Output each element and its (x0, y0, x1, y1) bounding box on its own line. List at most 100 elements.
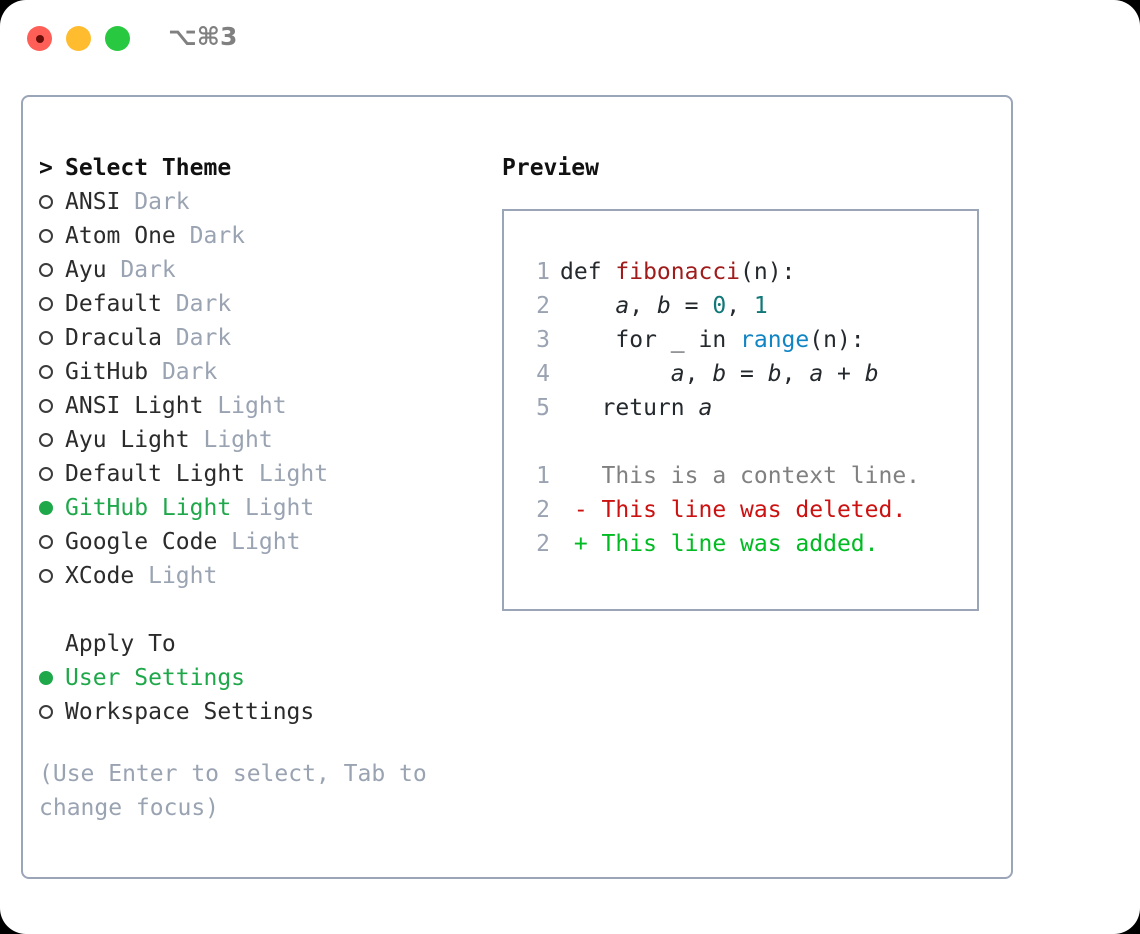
close-window-icon[interactable] (27, 26, 52, 51)
radio-unselected-icon (39, 229, 65, 243)
code-token: - This line was deleted. (560, 497, 907, 523)
code-token: b (656, 293, 671, 319)
radio-unselected-icon (39, 433, 65, 447)
code-token (560, 293, 615, 319)
line-number: 3 (536, 327, 550, 353)
theme-option-0[interactable]: ANSI Dark (39, 185, 479, 219)
code-token: b (767, 361, 782, 387)
theme-option-category: Dark (175, 223, 246, 249)
code-token: This is a context line. (560, 463, 921, 489)
theme-option-category: Dark (106, 257, 176, 283)
code-token: 1 (753, 293, 768, 319)
radio-selected-icon (39, 671, 65, 685)
radio-unselected-icon (39, 365, 65, 379)
theme-option-3[interactable]: Default Dark (39, 287, 479, 321)
theme-option-label: Ayu (65, 257, 107, 283)
caret-icon: > (39, 155, 53, 181)
theme-option-category: Light (203, 393, 287, 419)
radio-dot (39, 263, 53, 277)
code-token: b (712, 361, 727, 387)
theme-option-label: Google Code (65, 529, 218, 555)
radio-unselected-icon (39, 297, 65, 311)
theme-option-category: Dark (161, 291, 232, 317)
theme-option-6[interactable]: ANSI Light Light (39, 389, 479, 423)
theme-option-label: Dracula (65, 325, 162, 351)
line-content: - This line was deleted. (560, 493, 906, 527)
line-number: 2 (536, 293, 550, 319)
code-token: , (629, 293, 657, 319)
code-line: 4 a, b = b, a + b (520, 357, 977, 391)
theme-option-11[interactable]: XCode Light (39, 559, 479, 593)
maximize-window-icon[interactable] (105, 26, 130, 51)
minimize-window-icon[interactable] (66, 26, 91, 51)
code-token: a (809, 361, 824, 387)
code-token: , (726, 293, 754, 319)
code-token: 0 (712, 293, 727, 319)
theme-option-1[interactable]: Atom One Dark (39, 219, 479, 253)
theme-option-2[interactable]: Ayu Dark (39, 253, 479, 287)
apply-to-label: Apply To (65, 631, 176, 657)
code-token: + This line was added. (560, 531, 879, 557)
theme-option-5[interactable]: GitHub Dark (39, 355, 479, 389)
radio-dot (39, 399, 53, 413)
code-token: , (781, 361, 810, 387)
diff-line: 2 - This line was deleted. (520, 493, 977, 527)
radio-dot (39, 569, 53, 583)
radio-unselected-icon (39, 195, 65, 209)
theme-option-label: Default Light (65, 461, 246, 487)
radio-dot (39, 365, 53, 379)
code-token: = (726, 361, 768, 387)
radio-dot (39, 705, 53, 719)
code-token (560, 361, 671, 387)
window-controls (27, 26, 130, 51)
theme-option-10[interactable]: Google Code Light (39, 525, 479, 559)
theme-option-7[interactable]: Ayu Light Light (39, 423, 479, 457)
code-token: (n): (740, 259, 796, 285)
code-line: 5 return a (520, 391, 977, 425)
radio-unselected-icon (39, 535, 65, 549)
diff-line: 1 This is a context line. (520, 459, 977, 493)
line-content: return a (560, 391, 713, 425)
code-token: a (670, 361, 685, 387)
radio-dot (39, 467, 53, 481)
theme-option-category: Dark (120, 189, 190, 215)
apply-option-label: Workspace Settings (65, 699, 315, 725)
code-token: a (615, 293, 630, 319)
line-number: 2 (536, 497, 550, 523)
code-line: 3 for _ in range(n): (520, 323, 977, 357)
list-spacer (39, 593, 479, 627)
diff-sample: 1 This is a context line.2 - This line w… (520, 459, 977, 561)
radio-unselected-icon (39, 569, 65, 583)
radio-dot (39, 433, 53, 447)
theme-option-label: GitHub (65, 359, 149, 385)
radio-dot (39, 195, 53, 209)
line-number: 5 (536, 395, 550, 421)
theme-option-category: Light (217, 529, 301, 555)
theme-option-category: Dark (148, 359, 218, 385)
line-content: + This line was added. (560, 527, 879, 561)
code-line: 1 def fibonacci(n): (520, 255, 977, 289)
theme-option-9[interactable]: GitHub Light Light (39, 491, 479, 525)
theme-option-label: XCode (65, 563, 135, 589)
theme-option-4[interactable]: Dracula Dark (39, 321, 479, 355)
apply-to-heading: Apply To (39, 627, 479, 661)
apply-option-0[interactable]: User Settings (39, 661, 479, 695)
line-content: def fibonacci(n): (560, 255, 795, 289)
line-number: 1 (536, 259, 550, 285)
theme-option-label: Ayu Light (65, 427, 190, 453)
apply-option-1[interactable]: Workspace Settings (39, 695, 479, 729)
theme-option-label: ANSI Light (65, 393, 204, 419)
theme-option-8[interactable]: Default Light Light (39, 457, 479, 491)
code-line: 2 a, b = 0, 1 (520, 289, 977, 323)
code-token: (n): (809, 327, 865, 353)
theme-option-category: Light (189, 427, 273, 453)
theme-option-category: Light (231, 495, 315, 521)
theme-option-label: Default (65, 291, 162, 317)
code-token: a (698, 395, 713, 421)
code-token: for _ in (560, 327, 741, 353)
